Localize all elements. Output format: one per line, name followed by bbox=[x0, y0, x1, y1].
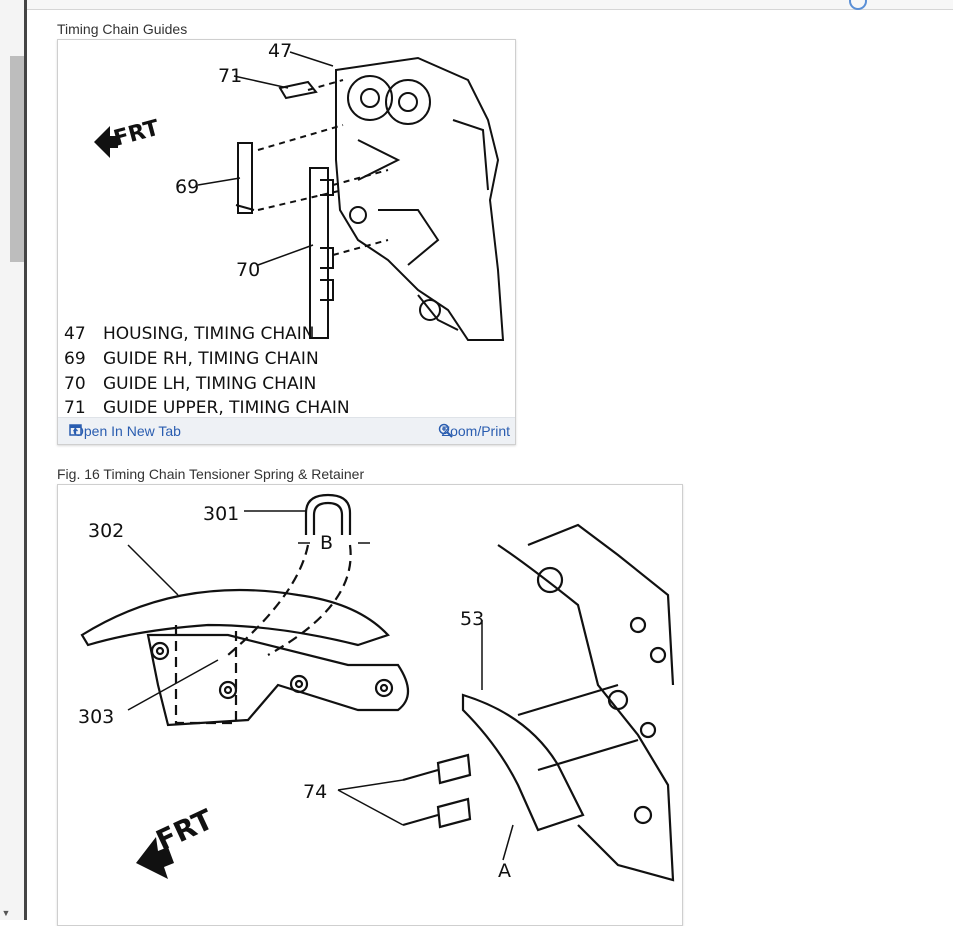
figure1-card: 47 71 69 70 FRT 47 HOUSING, TIMING CHAIN… bbox=[57, 39, 516, 445]
figure2-callout-53: 53 bbox=[460, 608, 484, 630]
legend-text-71: GUIDE UPPER, TIMING CHAIN bbox=[103, 398, 350, 418]
figure2-callout-B: B bbox=[320, 532, 333, 554]
open-new-tab-link[interactable]: Open In New Tab bbox=[69, 423, 181, 439]
figure1-callout-47: 47 bbox=[268, 40, 292, 62]
legend-num-70: 70 bbox=[64, 374, 86, 394]
front-arrow-icon-2 bbox=[136, 837, 174, 879]
front-arrow-icon bbox=[94, 126, 118, 158]
figure1-callout-69: 69 bbox=[175, 176, 199, 198]
top-header-strip bbox=[27, 0, 953, 10]
figure2-callout-302: 302 bbox=[88, 520, 124, 542]
left-scrollbar[interactable]: ▼ bbox=[0, 0, 27, 920]
legend-num-71: 71 bbox=[64, 398, 86, 418]
figure2-callout-301: 301 bbox=[203, 503, 239, 525]
legend-text-47: HOUSING, TIMING CHAIN bbox=[103, 324, 315, 344]
legend-text-69: GUIDE RH, TIMING CHAIN bbox=[103, 349, 319, 369]
figure2-caption: Fig. 16 Timing Chain Tensioner Spring & … bbox=[57, 466, 365, 482]
figure1-diagram: 47 71 69 70 FRT 47 HOUSING, TIMING CHAIN… bbox=[64, 40, 505, 418]
window-edge bbox=[24, 0, 27, 920]
figure1-toolbar: Open In New Tab Zoom/Print bbox=[58, 417, 515, 444]
profile-circle-icon[interactable] bbox=[849, 0, 867, 10]
figure1-caption: Timing Chain Guides bbox=[57, 21, 188, 37]
figure1-callout-70: 70 bbox=[236, 259, 260, 281]
scroll-down-arrow-icon[interactable]: ▼ bbox=[1, 908, 11, 918]
figure2-frt-label: FRT bbox=[151, 803, 218, 858]
legend-num-69: 69 bbox=[64, 349, 86, 369]
figure2-diagram: 301 302 303 53 74 A B FRT bbox=[78, 493, 675, 882]
figure2-callout-A: A bbox=[498, 860, 511, 882]
figure2-card: 301 302 303 53 74 A B FRT bbox=[57, 484, 683, 926]
zoom-print-link[interactable]: Zoom/Print bbox=[438, 423, 510, 439]
figure1-legend: 47 HOUSING, TIMING CHAIN 69 GUIDE RH, TI… bbox=[64, 324, 350, 418]
zoom-print-label: Zoom/Print bbox=[441, 423, 510, 439]
legend-num-47: 47 bbox=[64, 324, 86, 344]
open-new-tab-label: Open In New Tab bbox=[73, 423, 181, 439]
figure2-callout-303: 303 bbox=[78, 706, 114, 728]
figure2-callout-74: 74 bbox=[303, 781, 327, 803]
scrollbar-thumb[interactable] bbox=[10, 56, 24, 262]
figure1-callout-71: 71 bbox=[218, 65, 242, 87]
legend-text-70: GUIDE LH, TIMING CHAIN bbox=[103, 374, 316, 394]
figure1-frt-label: FRT bbox=[111, 116, 162, 152]
